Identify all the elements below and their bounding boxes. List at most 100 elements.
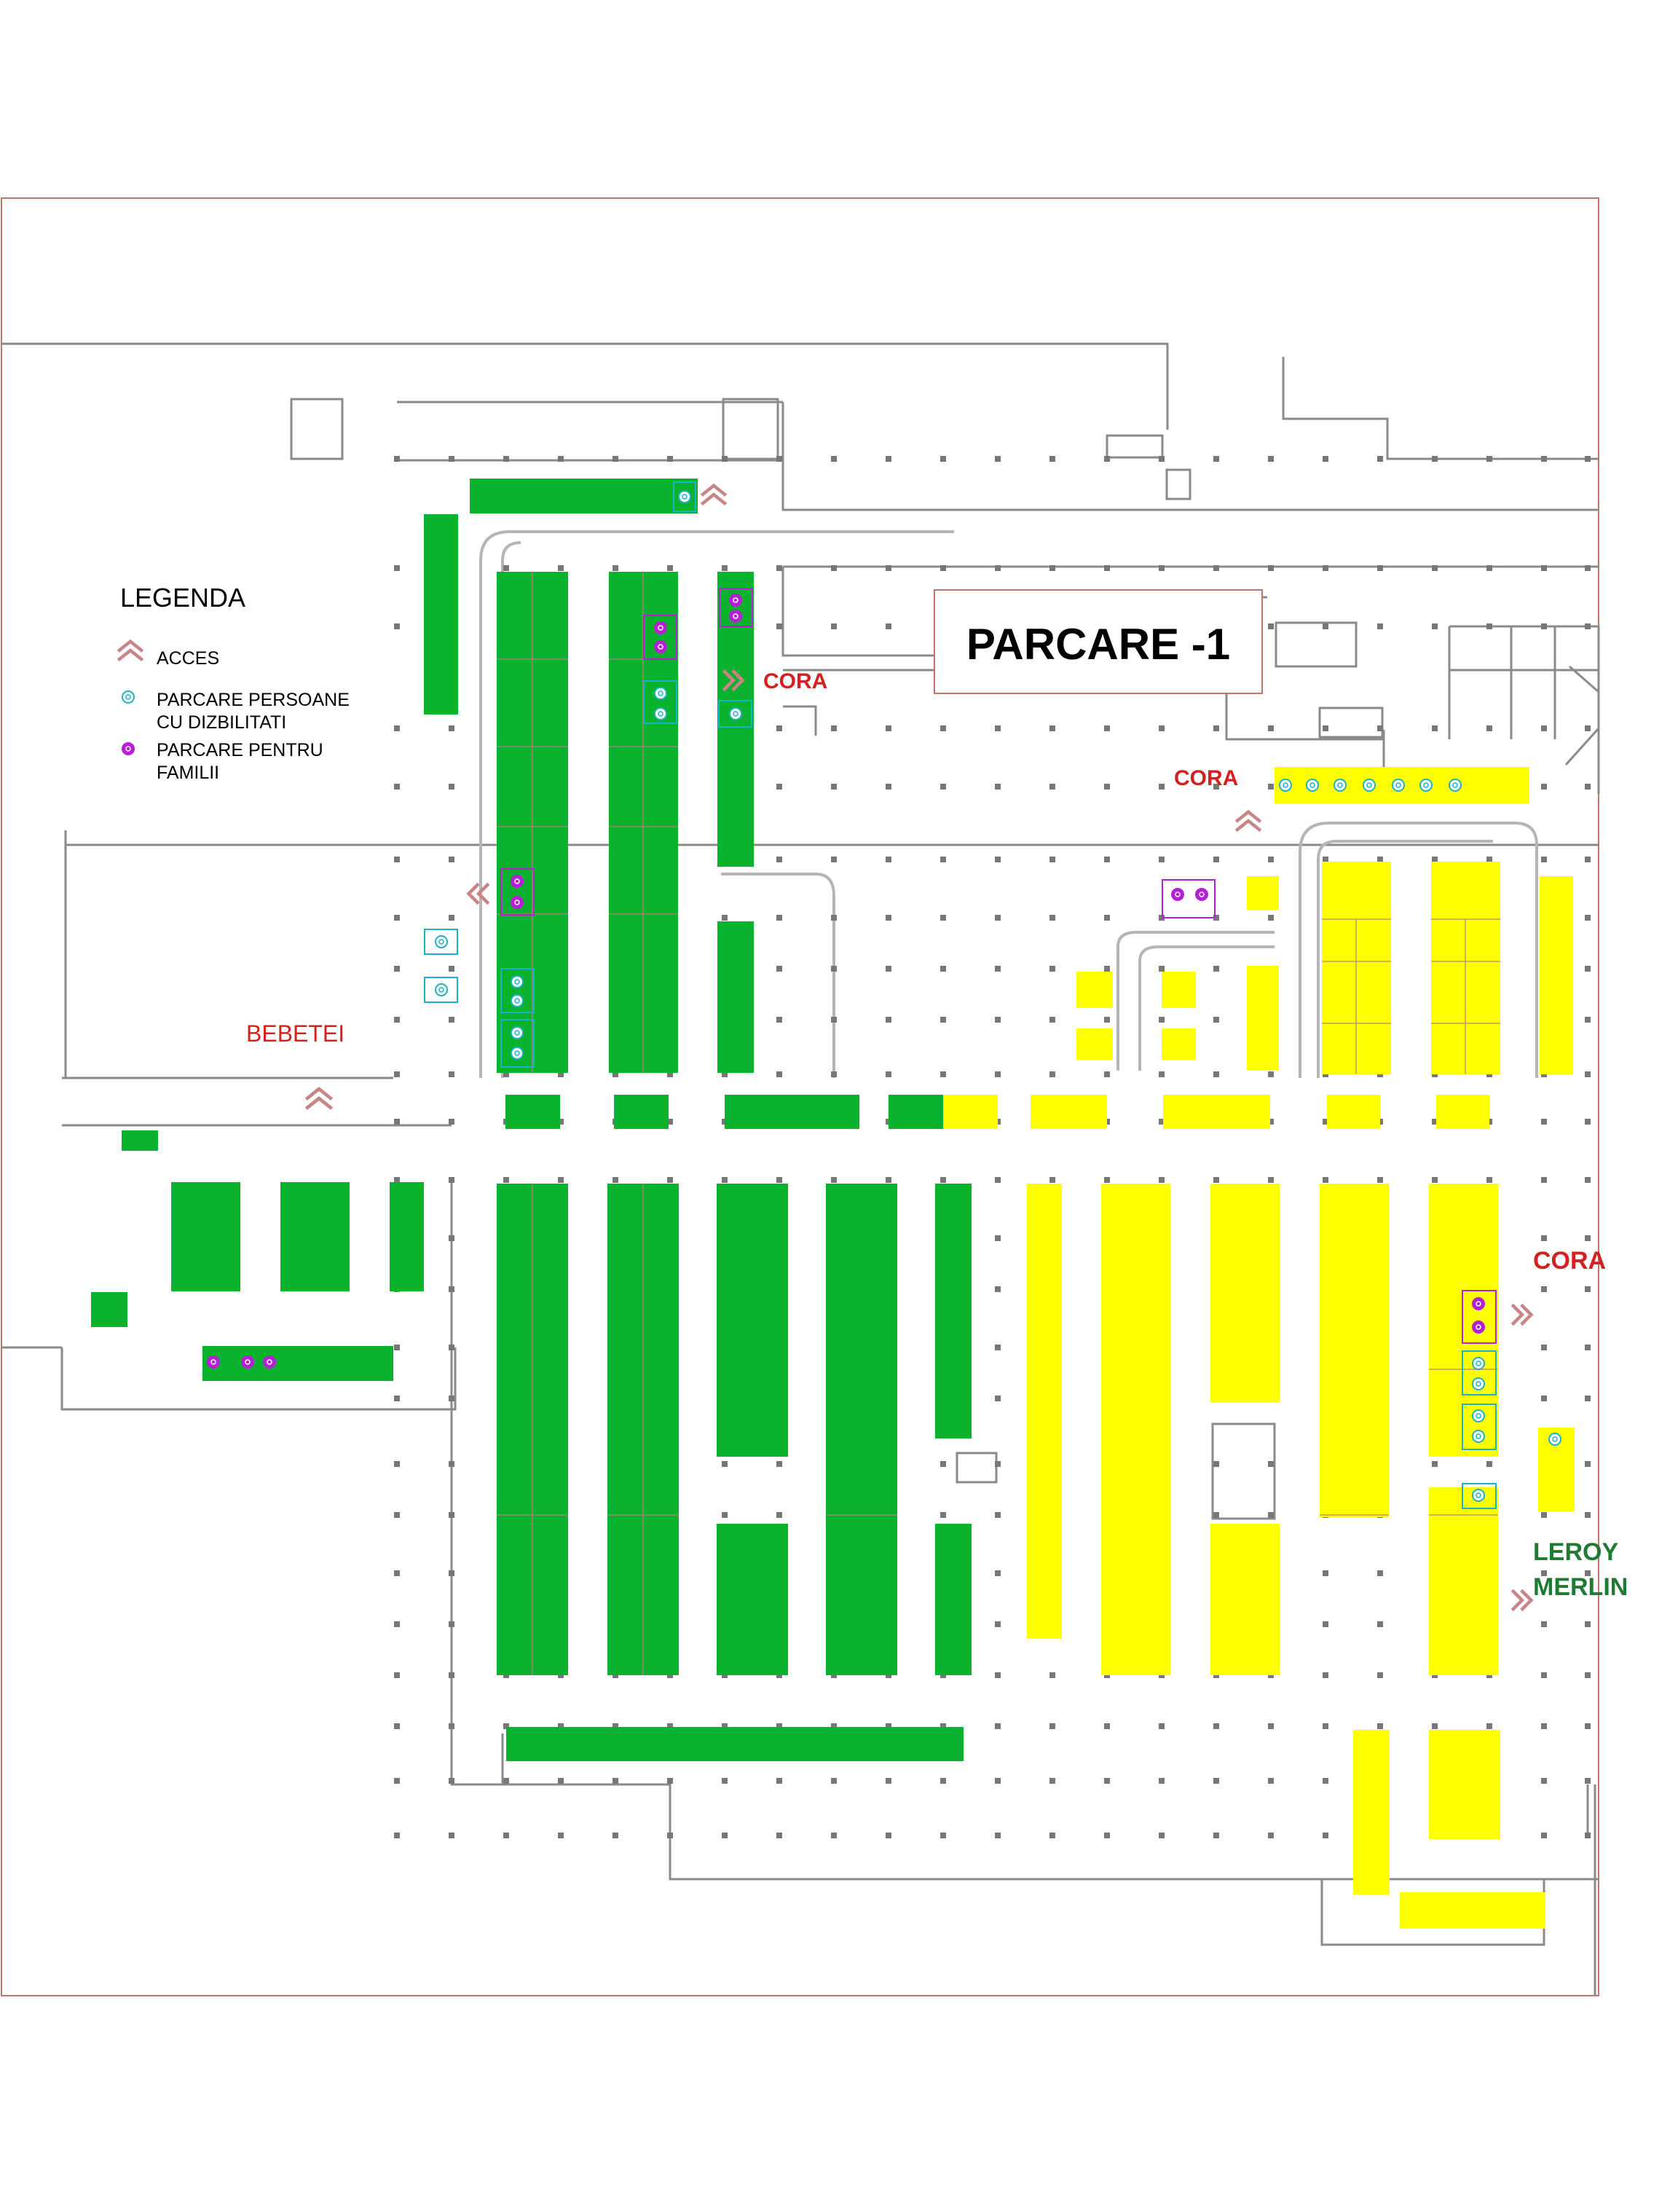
family-parking-icon bbox=[510, 874, 524, 889]
pillar bbox=[558, 1177, 564, 1183]
pillar bbox=[886, 1177, 891, 1183]
green-zone-small-a bbox=[122, 1130, 158, 1151]
pillar bbox=[1213, 915, 1219, 921]
pillar bbox=[1049, 456, 1055, 462]
pillar bbox=[886, 857, 891, 862]
pillar bbox=[1049, 1071, 1055, 1077]
pillar bbox=[776, 857, 782, 862]
pillar bbox=[394, 456, 400, 462]
page-title: PARCARE -1 bbox=[966, 620, 1230, 669]
pillar bbox=[776, 1071, 782, 1077]
pillar bbox=[1213, 1833, 1219, 1838]
pillar bbox=[449, 1119, 454, 1125]
pillar bbox=[1268, 456, 1274, 462]
pillar bbox=[1268, 1833, 1274, 1838]
pillar bbox=[722, 1461, 728, 1467]
pillar bbox=[449, 1071, 454, 1077]
pillar bbox=[831, 915, 837, 921]
disabled-parking-icon bbox=[1392, 779, 1405, 792]
pillar bbox=[394, 1512, 400, 1518]
pillar bbox=[886, 623, 891, 629]
green-zone-main-5b bbox=[935, 1524, 972, 1675]
disabled-parking-icon bbox=[1306, 779, 1319, 792]
pillar bbox=[1213, 456, 1219, 462]
access-chevron-icon bbox=[1512, 1304, 1531, 1324]
pillar bbox=[1585, 915, 1591, 921]
family-parking-icon bbox=[1194, 887, 1209, 902]
pillar bbox=[886, 915, 891, 921]
pillar bbox=[394, 1177, 400, 1183]
pillar bbox=[1213, 1071, 1219, 1077]
pillar bbox=[995, 1177, 1001, 1183]
pillar bbox=[394, 1017, 400, 1023]
pillar bbox=[394, 1345, 400, 1350]
pillar bbox=[1049, 857, 1055, 862]
pillar bbox=[394, 1461, 400, 1467]
pillar bbox=[940, 1461, 946, 1467]
pillar bbox=[449, 857, 454, 862]
pillar bbox=[394, 1119, 400, 1125]
pillar bbox=[1585, 1833, 1591, 1838]
pillar bbox=[503, 565, 509, 571]
pillar bbox=[1585, 1017, 1591, 1023]
pillar bbox=[1159, 784, 1165, 790]
pillar bbox=[394, 1071, 400, 1077]
disabled-parking-icon bbox=[1449, 779, 1462, 792]
pillar bbox=[940, 915, 946, 921]
pillar bbox=[1541, 1672, 1547, 1678]
pillar bbox=[1104, 456, 1110, 462]
pillar bbox=[1432, 565, 1438, 571]
pillar bbox=[1268, 1119, 1274, 1125]
pillar bbox=[831, 966, 837, 972]
pillar bbox=[1377, 725, 1383, 731]
pillar bbox=[449, 1396, 454, 1401]
pillar bbox=[449, 1778, 454, 1784]
pillar bbox=[1323, 565, 1328, 571]
pillar bbox=[1104, 1017, 1110, 1023]
yellow-zone-main-5a bbox=[1429, 1184, 1498, 1457]
pillar bbox=[612, 1071, 618, 1077]
pillar bbox=[1049, 1177, 1055, 1183]
disabled-parking-icon bbox=[1279, 779, 1292, 792]
pillar bbox=[1159, 1119, 1165, 1125]
yellow-zone-r2 bbox=[1247, 966, 1279, 1070]
green-zone-west-2 bbox=[280, 1182, 350, 1291]
pillar bbox=[1159, 1177, 1165, 1183]
pillar bbox=[995, 915, 1001, 921]
pillar bbox=[503, 1723, 509, 1729]
pillar bbox=[1323, 456, 1328, 462]
pillar bbox=[1432, 1723, 1438, 1729]
pillar bbox=[1585, 857, 1591, 862]
pillar bbox=[449, 1286, 454, 1292]
pillar bbox=[1541, 1396, 1547, 1401]
pillar bbox=[722, 456, 728, 462]
access-chevron-icon bbox=[306, 1089, 331, 1109]
pillar bbox=[1486, 1461, 1492, 1467]
pillar bbox=[940, 1833, 946, 1838]
pillar bbox=[776, 1461, 782, 1467]
legend-item-family-line2: FAMILII bbox=[157, 763, 219, 783]
pillar bbox=[1049, 915, 1055, 921]
pillar bbox=[831, 857, 837, 862]
pillar bbox=[1585, 1672, 1591, 1678]
pillar bbox=[995, 1017, 1001, 1023]
pillar bbox=[503, 1071, 509, 1077]
disabled-parking-icon bbox=[1472, 1430, 1485, 1443]
pillar bbox=[1585, 565, 1591, 571]
green-zone-family-row bbox=[202, 1346, 393, 1381]
pillar bbox=[940, 1177, 946, 1183]
pillar bbox=[503, 1177, 509, 1183]
pillar bbox=[1159, 456, 1165, 462]
green-zone-row-c bbox=[725, 1095, 859, 1129]
pillar bbox=[1541, 857, 1547, 862]
pillar bbox=[394, 915, 400, 921]
pillar bbox=[503, 1833, 509, 1838]
pillar bbox=[1585, 1119, 1591, 1125]
pillar bbox=[1486, 456, 1492, 462]
pillar bbox=[995, 725, 1001, 731]
pillar bbox=[394, 1672, 400, 1678]
pillar bbox=[1585, 1461, 1591, 1467]
family-parking-icon bbox=[510, 895, 524, 910]
pillar bbox=[1541, 1778, 1547, 1784]
pillar bbox=[886, 1778, 891, 1784]
